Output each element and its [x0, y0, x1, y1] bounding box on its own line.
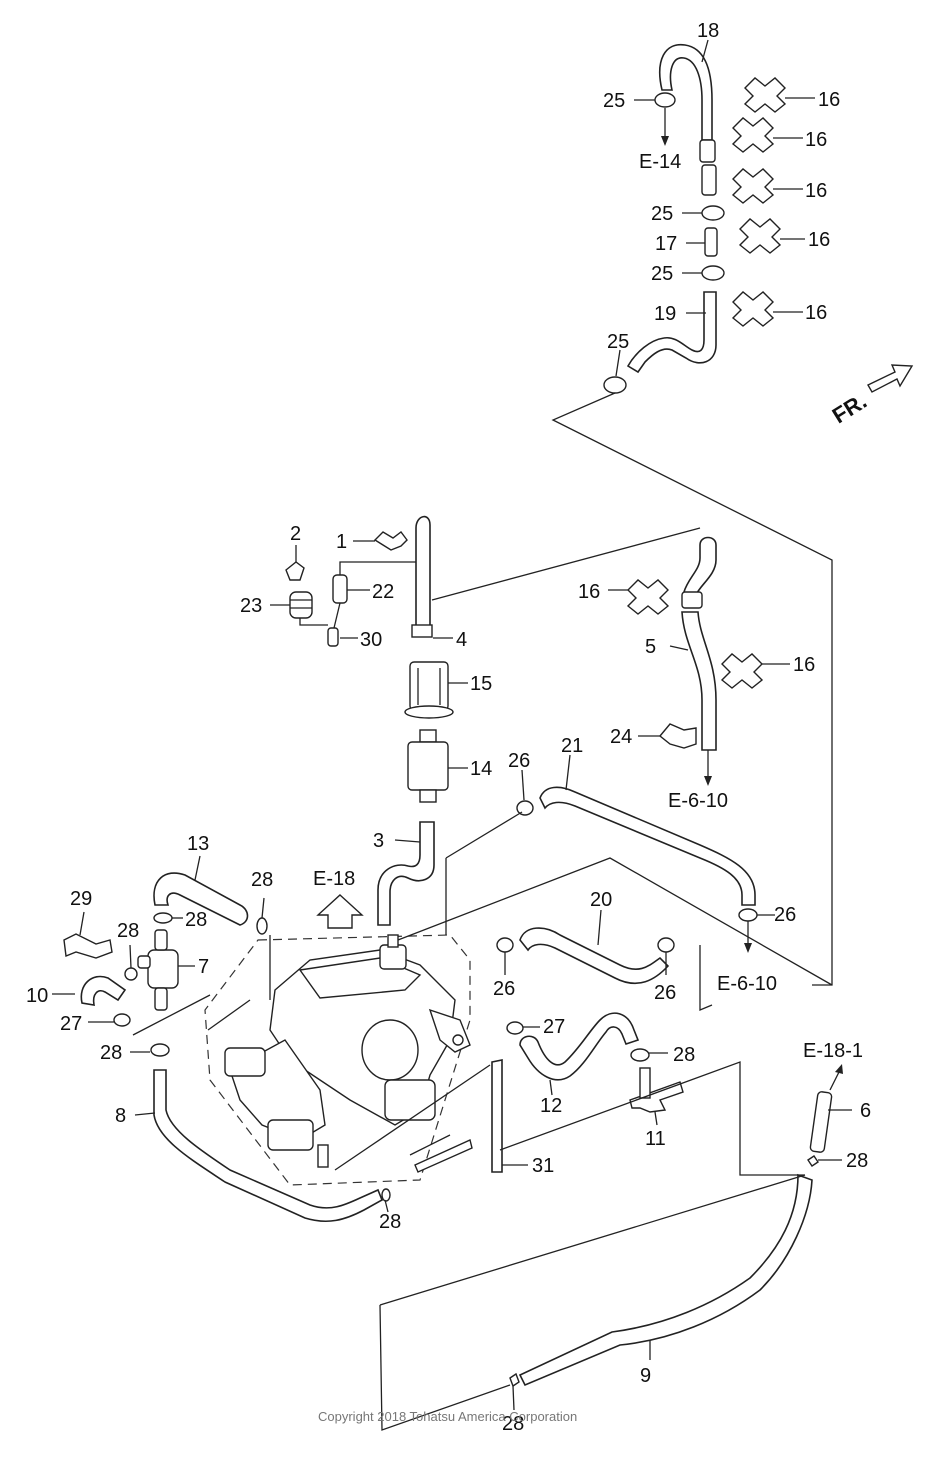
label-part-1: 1	[336, 531, 347, 553]
label-part-26c: 26	[654, 982, 676, 1004]
label-part-26b: 26	[493, 978, 515, 1000]
label-part-10: 10	[26, 985, 48, 1007]
label-part-12: 12	[540, 1095, 562, 1117]
label-part-28c: 28	[117, 920, 139, 942]
label-part-28d: 28	[100, 1042, 122, 1064]
label-part-4: 4	[456, 629, 467, 651]
label-part-17: 17	[655, 233, 677, 255]
top-hose-assembly	[551, 39, 833, 986]
ref-e-18: E-18	[313, 868, 355, 890]
label-part-25d: 25	[607, 331, 629, 353]
front-direction-label: FR.	[828, 388, 871, 428]
label-part-27b: 27	[543, 1016, 565, 1038]
label-part-31: 31	[532, 1155, 554, 1177]
label-part-28f: 28	[673, 1044, 695, 1066]
label-part-23: 23	[240, 595, 262, 617]
label-part-16c: 16	[805, 180, 827, 202]
ref-e-18-1: E-18-1	[803, 1040, 863, 1062]
label-part-6: 6	[860, 1100, 871, 1122]
ref-e-6-10-lower: E-6-10	[717, 973, 777, 995]
label-part-16e: 16	[805, 302, 827, 324]
label-part-5: 5	[645, 636, 656, 658]
label-part-29: 29	[70, 888, 92, 910]
label-part-21: 21	[561, 735, 583, 757]
label-part-25b: 25	[651, 203, 673, 225]
reference-labels: E-14 E-6-10 E-18 E-6-10 E-18-1	[313, 151, 863, 1062]
label-part-30: 30	[360, 629, 382, 651]
label-part-26a: 26	[508, 750, 530, 772]
label-part-16f: 16	[578, 581, 600, 603]
label-part-15: 15	[470, 673, 492, 695]
label-part-13: 13	[187, 833, 209, 855]
label-part-7: 7	[198, 956, 209, 978]
copyright-notice: Copyright 2018 Tohatsu America Corporati…	[318, 1409, 577, 1424]
label-part-14: 14	[470, 758, 492, 780]
lower-assembly	[52, 811, 852, 1431]
ref-e-14: E-14	[639, 151, 681, 173]
label-part-27a: 27	[60, 1013, 82, 1035]
label-part-28e: 28	[379, 1211, 401, 1233]
label-part-16d: 16	[808, 229, 830, 251]
label-part-16b: 16	[805, 129, 827, 151]
part-labels: 18 25 16 16 16 25 17 16 25 19 16 25 2 1 …	[26, 20, 871, 1435]
label-part-11: 11	[645, 1128, 666, 1150]
label-part-25c: 25	[651, 263, 673, 285]
label-part-28b: 28	[185, 909, 207, 931]
engine-block	[207, 934, 473, 1173]
label-part-2: 2	[290, 523, 301, 545]
label-part-16a: 16	[818, 89, 840, 111]
label-part-28a: 28	[251, 869, 273, 891]
label-part-19: 19	[654, 303, 676, 325]
front-direction-indicator: FR.	[828, 364, 914, 428]
label-part-16g: 16	[793, 654, 815, 676]
label-part-28h: 28	[502, 1413, 524, 1435]
label-part-28g: 28	[846, 1150, 868, 1172]
ref-e-6-10-upper: E-6-10	[668, 790, 728, 812]
label-part-22: 22	[372, 581, 394, 603]
label-part-24: 24	[610, 726, 632, 748]
label-part-26d: 26	[774, 904, 796, 926]
label-part-18: 18	[697, 20, 719, 42]
label-part-9: 9	[640, 1365, 651, 1387]
label-part-3: 3	[373, 830, 384, 852]
label-part-8: 8	[115, 1105, 126, 1127]
label-part-20: 20	[590, 889, 612, 911]
label-part-25a: 25	[603, 90, 625, 112]
filter-assembly	[270, 515, 790, 953]
